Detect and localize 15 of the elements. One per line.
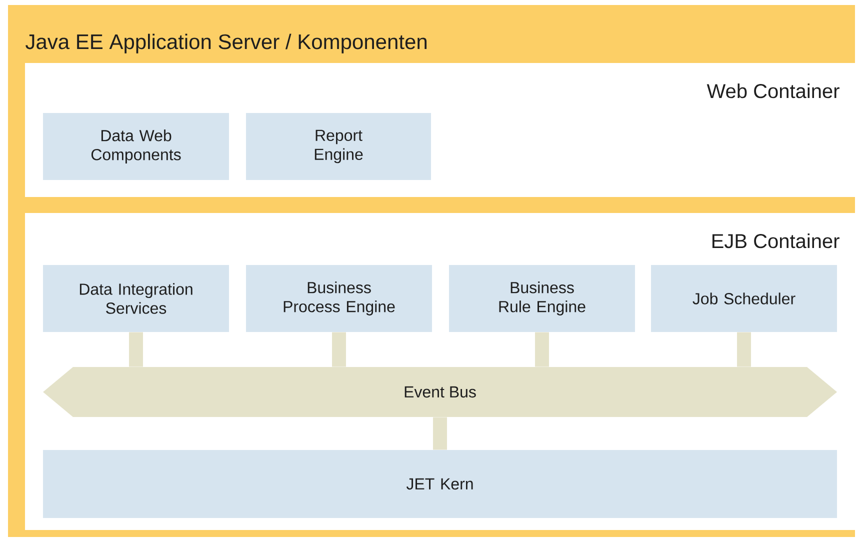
component-box: Business Rule Engine (449, 265, 635, 332)
component-box: Data Integration Services (43, 265, 229, 332)
component-box: Job Scheduler (651, 265, 837, 332)
bus-band: Event Bus (43, 367, 837, 417)
component-box: Data Web Components (43, 113, 229, 180)
connector-bar (737, 332, 751, 367)
node-label: EJB Container (712, 234, 840, 248)
connector-bar (332, 332, 346, 367)
component-box: Report Engine (246, 113, 431, 180)
connector-bar (535, 332, 549, 367)
component-box: Business Process Engine (246, 265, 432, 332)
component-box: JET Kern (43, 450, 837, 518)
node-label: Web Container (706, 84, 840, 98)
connector-bar (433, 417, 447, 450)
connector-bar (129, 332, 143, 367)
